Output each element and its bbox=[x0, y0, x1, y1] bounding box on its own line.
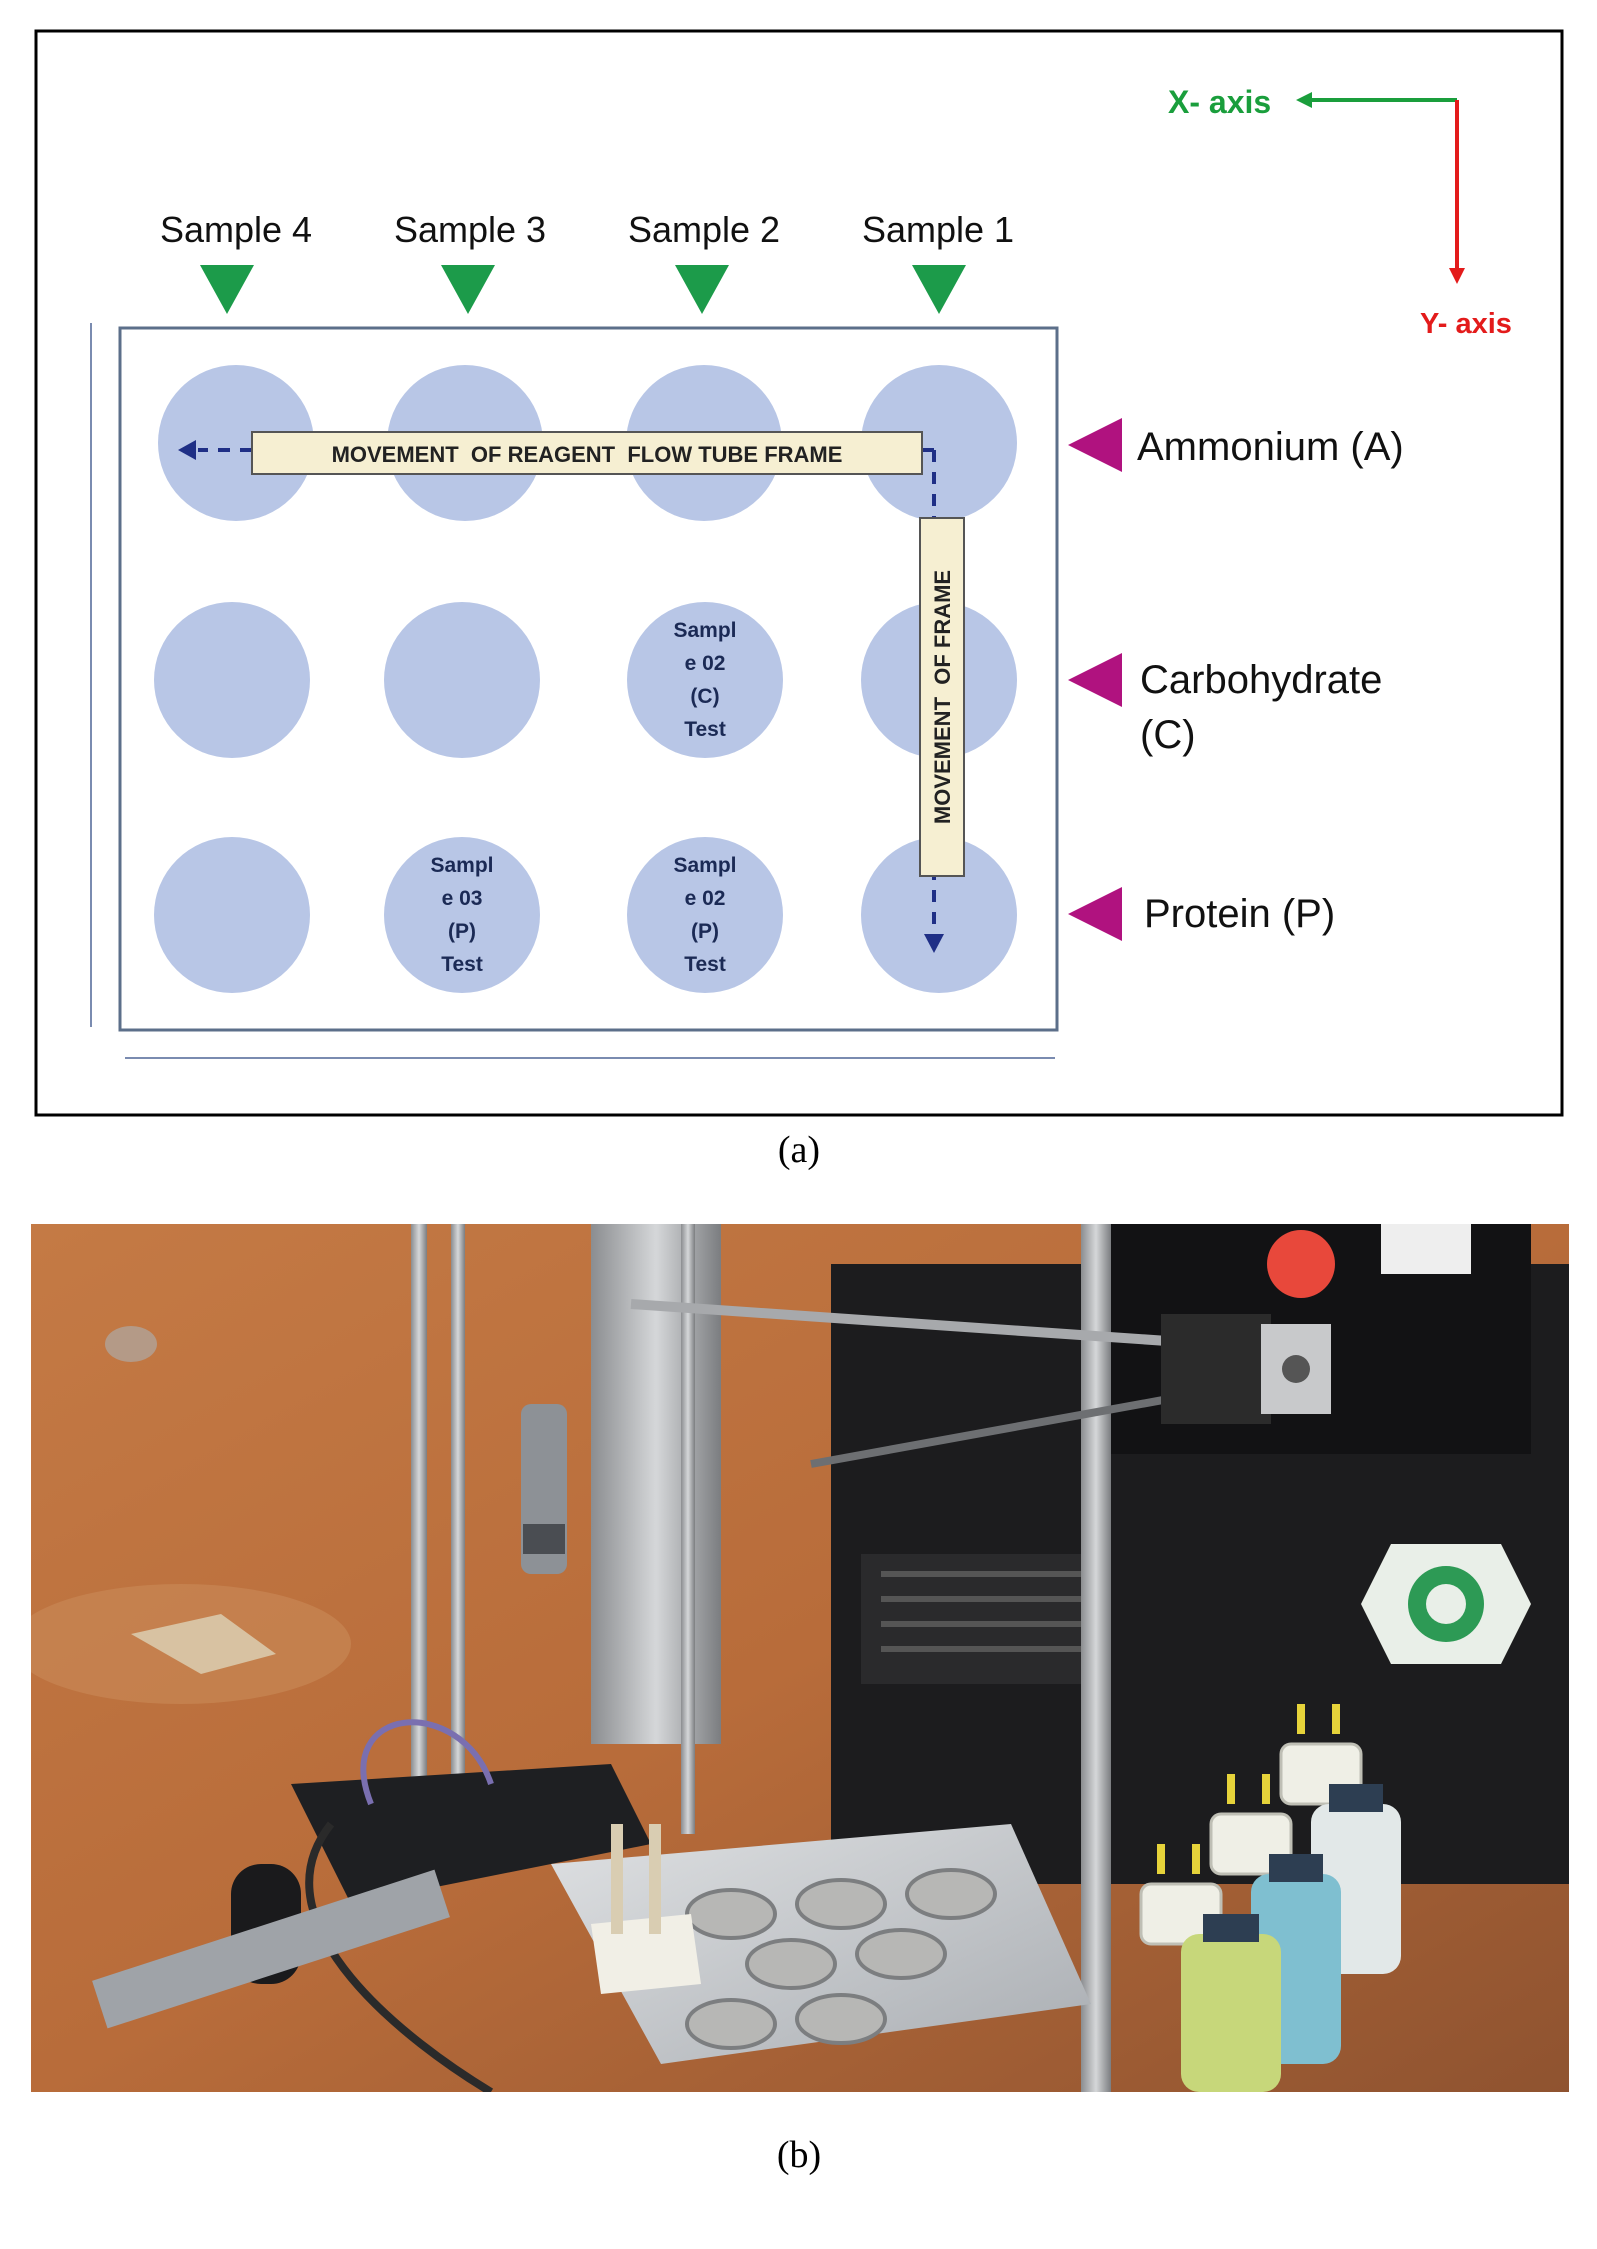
well-p-sample1 bbox=[861, 837, 1017, 993]
tray-diagram-panel: X- axis Y- axis Sample 4 Sample 3 Sample… bbox=[34, 29, 1564, 1117]
svg-text:Sampl: Sampl bbox=[430, 854, 493, 877]
row-label-ammonium: Ammonium (A) bbox=[1137, 425, 1404, 469]
sample-cups bbox=[685, 1868, 997, 2050]
device-photograph bbox=[31, 1224, 1569, 2092]
svg-text:Test: Test bbox=[441, 953, 483, 976]
horizontal-movement-banner bbox=[251, 431, 923, 475]
reagent-bottles bbox=[1181, 1784, 1401, 2092]
well-c-sample2 bbox=[627, 602, 783, 758]
sample-3-marker bbox=[441, 265, 495, 314]
well-p-sample2-text: Sampl e 02 (P) Test bbox=[673, 854, 736, 976]
svg-text:Sampl: Sampl bbox=[673, 854, 736, 877]
row-label-protein: Protein (P) bbox=[1144, 892, 1335, 936]
svg-text:Test: Test bbox=[684, 953, 726, 976]
ammonium-marker bbox=[1068, 418, 1122, 472]
well-p-sample2 bbox=[627, 837, 783, 993]
well-c-sample3 bbox=[384, 602, 540, 758]
axis-indicator: X- axis Y- axis bbox=[1168, 84, 1512, 340]
sample-2-marker bbox=[675, 265, 729, 314]
horizontal-movement-text: MOVEMENT OF REAGENT FLOW TUBE FRAME bbox=[332, 442, 843, 467]
sample-1-marker bbox=[912, 265, 966, 314]
frame-rods bbox=[411, 1224, 1252, 2092]
panel-b-caption: (b) bbox=[776, 2134, 822, 2176]
dimension-lines bbox=[90, 323, 1055, 1059]
well-a-sample4 bbox=[158, 365, 314, 521]
row-label-carbohydrate-code: (C) bbox=[1140, 713, 1196, 757]
y-axis-label: Y- axis bbox=[1420, 308, 1512, 340]
well-a-sample1 bbox=[861, 365, 1017, 521]
protein-marker bbox=[1068, 887, 1122, 941]
sample-4-label: Sample 4 bbox=[160, 209, 312, 250]
well-grid bbox=[154, 365, 1017, 993]
x-axis-label: X- axis bbox=[1168, 84, 1271, 120]
dry-leaf bbox=[131, 1614, 276, 1674]
svg-text:Sampl: Sampl bbox=[673, 619, 736, 642]
row-markers bbox=[1068, 418, 1122, 941]
sample-4-marker bbox=[200, 265, 254, 314]
path-arrow-down-icon bbox=[924, 934, 944, 953]
svg-text:(C): (C) bbox=[690, 685, 719, 708]
sample-2-label: Sample 2 bbox=[628, 209, 780, 250]
reagent-tube-holder bbox=[591, 1914, 701, 1994]
row-label-carbohydrate: Carbohydrate bbox=[1140, 658, 1382, 702]
svg-text:(P): (P) bbox=[691, 920, 719, 943]
stepper-motor bbox=[1161, 1314, 1271, 1424]
sample-1-label: Sample 1 bbox=[862, 209, 1014, 250]
stone bbox=[105, 1326, 157, 1362]
svg-text:e 02: e 02 bbox=[685, 652, 726, 675]
carbohydrate-marker bbox=[1068, 653, 1122, 707]
vertical-movement-text: MOVEMENT OF FRAME bbox=[930, 570, 955, 824]
svg-text:Test: Test bbox=[684, 718, 726, 741]
svg-text:(P): (P) bbox=[448, 920, 476, 943]
sample-3-label: Sample 3 bbox=[394, 209, 546, 250]
panel-a-caption: (a) bbox=[777, 1129, 821, 1171]
well-p-sample4 bbox=[154, 837, 310, 993]
sample-column-labels: Sample 4 Sample 3 Sample 2 Sample 1 bbox=[160, 209, 1014, 250]
svg-text:e 02: e 02 bbox=[685, 887, 726, 910]
sample-markers bbox=[200, 265, 966, 314]
well-c-sample2-text: Sampl e 02 (C) Test bbox=[673, 619, 736, 741]
svg-text:e 03: e 03 bbox=[442, 887, 483, 910]
vertical-movement-banner bbox=[919, 517, 965, 877]
well-p-sample3-text: Sampl e 03 (P) Test bbox=[430, 854, 493, 976]
well-c-sample4 bbox=[154, 602, 310, 758]
path-arrow-left-icon bbox=[178, 440, 196, 460]
aluminum-rail bbox=[92, 1869, 450, 2029]
left-module bbox=[291, 1764, 651, 1904]
sticker-white bbox=[1381, 1224, 1471, 1274]
well-p-sample3 bbox=[384, 837, 540, 993]
sticker-red bbox=[1267, 1230, 1335, 1298]
